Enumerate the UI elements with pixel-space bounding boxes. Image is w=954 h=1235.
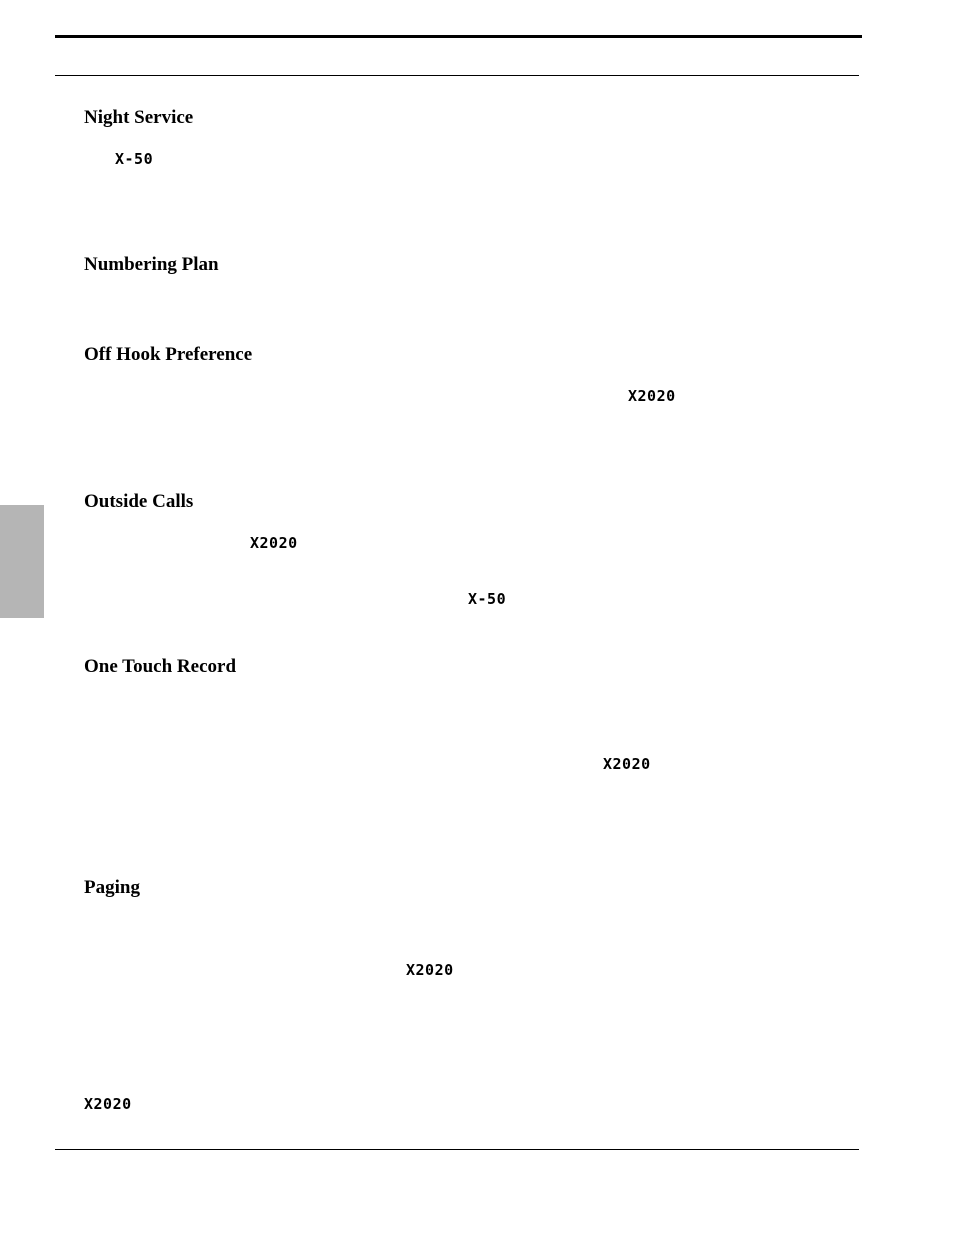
heading-outside-calls: Outside Calls xyxy=(84,491,194,512)
heading-off-hook-preference: Off Hook Preference xyxy=(84,344,253,365)
heading-numbering-plan: Numbering Plan xyxy=(84,254,219,275)
chapter-side-tab xyxy=(0,505,44,618)
footer-rule xyxy=(55,1149,859,1150)
model-label-outside-calls-1: X2020 xyxy=(250,534,298,552)
model-label-paging-1: X2020 xyxy=(406,961,454,979)
model-label-off-hook: X2020 xyxy=(628,387,676,405)
heading-night-service: Night Service xyxy=(84,107,194,128)
model-label-night-service: X-50 xyxy=(115,150,154,168)
model-label-paging-2: X2020 xyxy=(84,1095,132,1113)
model-label-one-touch-record: X2020 xyxy=(603,755,651,773)
header-rule-thick xyxy=(55,35,862,38)
header-rule-thin xyxy=(55,75,859,76)
model-label-outside-calls-2: X-50 xyxy=(468,590,507,608)
heading-paging: Paging xyxy=(84,877,140,898)
heading-one-touch-record: One Touch Record xyxy=(84,656,237,677)
